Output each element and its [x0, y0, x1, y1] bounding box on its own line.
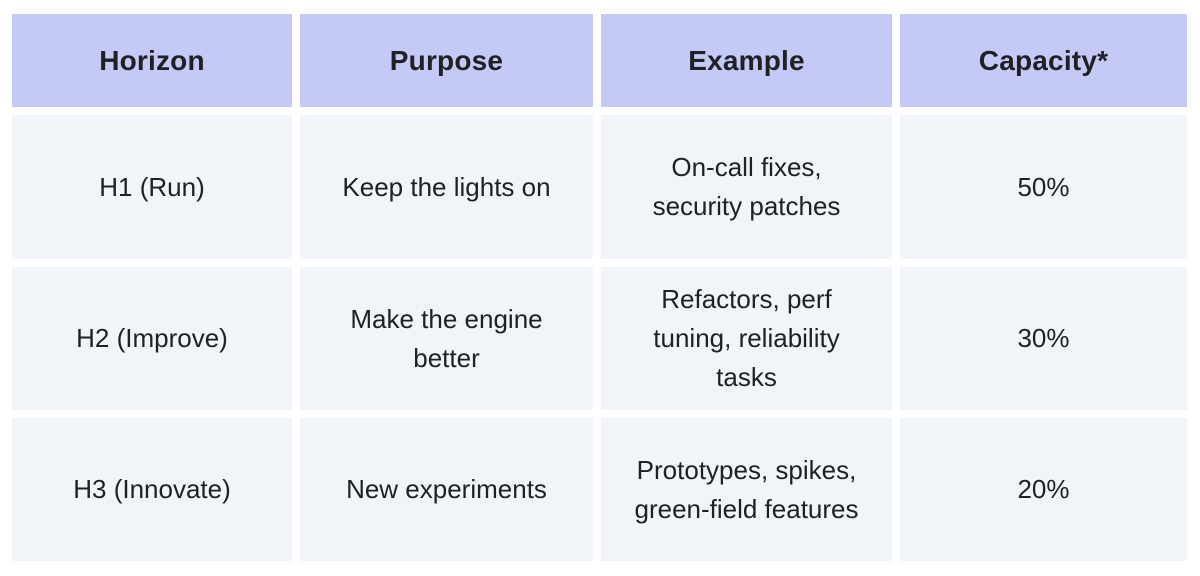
header-cell-horizon: Horizon — [12, 14, 292, 107]
cell-h2-horizon: H2 (Improve) — [12, 267, 292, 410]
cell-h2-example: Refactors, perf tuning, reliability task… — [601, 267, 892, 410]
header-cell-purpose: Purpose — [300, 14, 593, 107]
cell-h2-capacity: 30% — [900, 267, 1187, 410]
cell-h1-purpose: Keep the lights on — [300, 115, 593, 259]
cell-h1-example: On-call fixes, security patches — [601, 115, 892, 259]
cell-h1-capacity: 50% — [900, 115, 1187, 259]
cell-h3-purpose: New experiments — [300, 418, 593, 561]
cell-h3-horizon: H3 (Innovate) — [12, 418, 292, 561]
header-cell-capacity: Capacity* — [900, 14, 1187, 107]
header-cell-example: Example — [601, 14, 892, 107]
cell-h3-capacity: 20% — [900, 418, 1187, 561]
cell-h1-horizon: H1 (Run) — [12, 115, 292, 259]
cell-h2-purpose: Make the engine better — [300, 267, 593, 410]
cell-h3-example: Prototypes, spikes, green-field features — [601, 418, 892, 561]
